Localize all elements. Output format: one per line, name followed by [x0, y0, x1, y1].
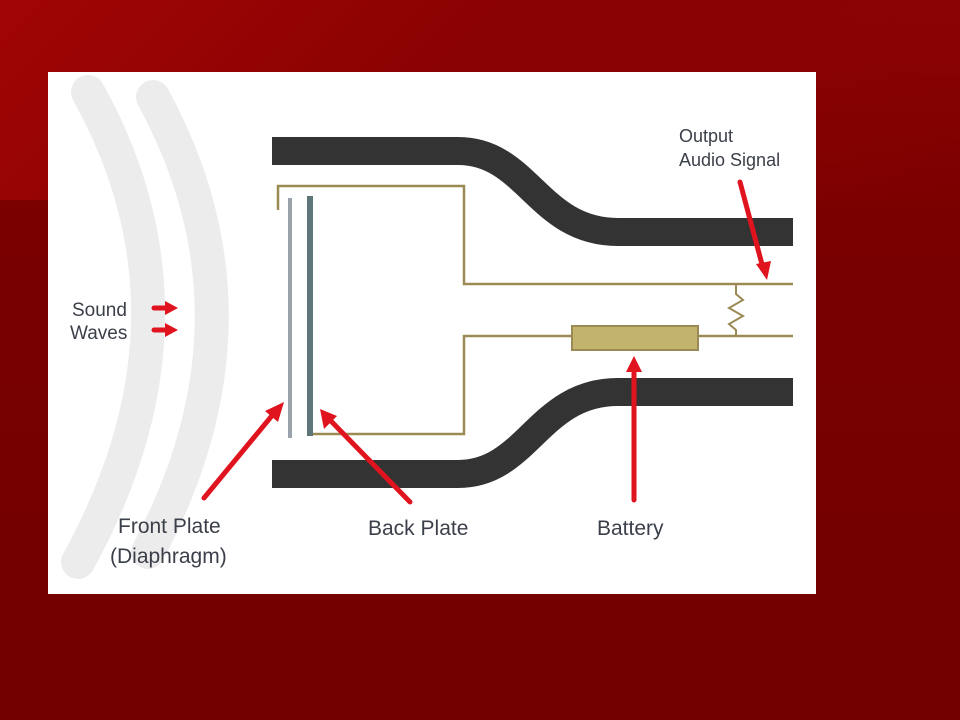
back-plate-label: Back Plate	[368, 517, 468, 540]
sound-waves-label-line2: Waves	[70, 323, 127, 344]
front-plate-label-line1: Front Plate	[118, 515, 221, 538]
battery-label: Battery	[597, 517, 664, 540]
sound-waves-arrow-upper	[151, 301, 178, 315]
sound-wave-arc-inner	[131, 80, 229, 569]
sound-waves-arrow-lower	[151, 323, 178, 337]
casing-top	[272, 137, 793, 246]
back-plate-arrow	[320, 409, 413, 505]
microphone-diagram-panel: Sound Waves Output Audio Signal Front Pl…	[48, 72, 816, 594]
front-plate-arrow	[201, 402, 284, 501]
back-plate	[307, 196, 313, 436]
output-signal-arrow	[737, 179, 771, 280]
front-plate-diaphragm	[288, 198, 292, 438]
battery-cell	[571, 325, 699, 351]
sound-wave-arc-outer	[61, 75, 166, 579]
front-plate-label-line2: (Diaphragm)	[110, 545, 227, 568]
casing-bottom	[272, 378, 793, 488]
capsule-wire-top	[276, 184, 793, 286]
sound-waves-label-line1: Sound	[72, 300, 127, 321]
output-signal-label-line1: Output	[679, 126, 733, 146]
microphone-diagram: Sound Waves Output Audio Signal Front Pl…	[61, 75, 793, 579]
output-signal-label-line2: Audio Signal	[679, 150, 780, 170]
battery-arrow	[626, 356, 642, 503]
output-resistor	[726, 284, 746, 336]
